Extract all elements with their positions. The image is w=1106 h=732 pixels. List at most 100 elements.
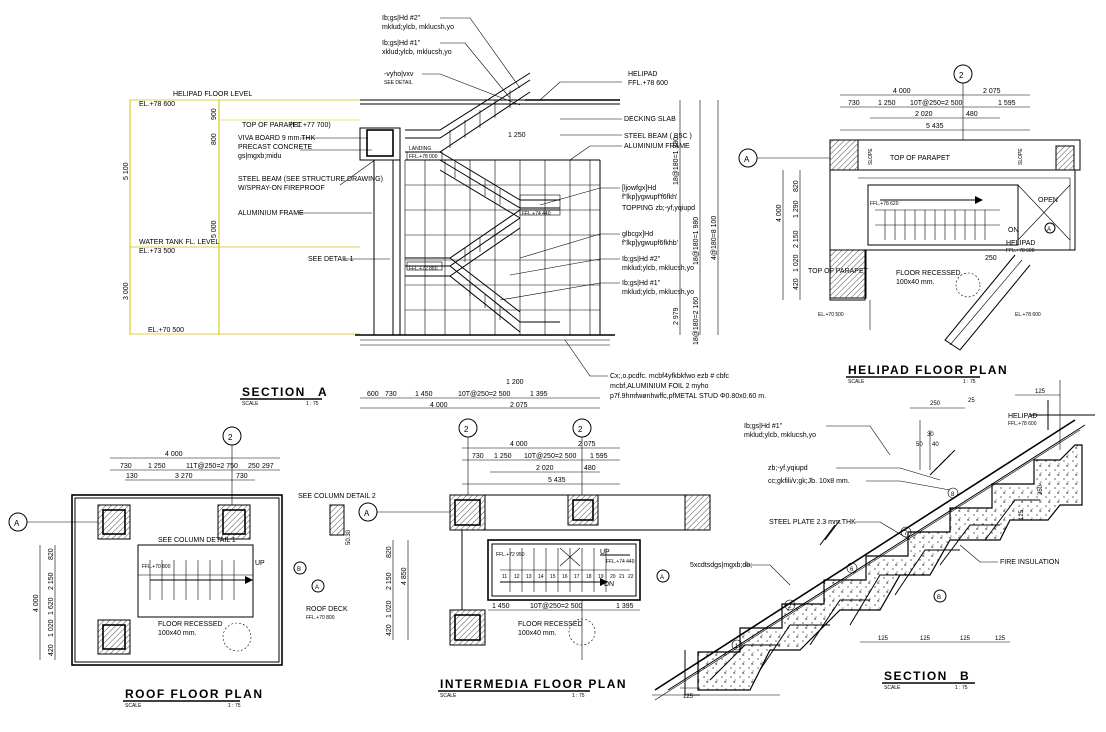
hp-dim-l-4000: 4 000	[776, 204, 783, 222]
im-dim-2075: 2 075	[578, 441, 596, 448]
dim-800: 800	[211, 133, 218, 145]
see-detail-small: SEE DETAIL	[384, 80, 413, 86]
section-a-scale-label: SCALE	[242, 401, 259, 407]
sb-callout-b: B	[937, 595, 941, 601]
rf-grid-2: 2	[228, 433, 233, 442]
hp-slope-1: SLOPE	[868, 148, 874, 165]
hp-dim-2075: 2 075	[983, 88, 1001, 95]
rail2-note-b: mklud;ylcb, mklucsh,yo	[382, 24, 454, 31]
fireproof-note: W/SPRAY-ON FIREPROOF	[238, 185, 325, 192]
landing-label: LANDING	[409, 146, 431, 152]
hp-helipad: HELIPAD	[1006, 240, 1035, 247]
hp-dim-l-2150: 2 150	[793, 230, 800, 248]
sb-helipad-ffl: FFL.+78 600	[1008, 421, 1037, 427]
decking-note: DECKING SLAB	[624, 116, 676, 123]
rail1-note-b: xklud;ylcb, mklucsh,yo	[382, 49, 452, 56]
parapet-label: TOP OF PARAPET	[242, 122, 303, 129]
im-recessed: FLOOR RECESSED	[518, 621, 583, 628]
im-dim-l-420: 420	[386, 624, 393, 636]
hp-dim-1250: 1 250	[878, 100, 896, 107]
im-step-12: 12	[514, 574, 520, 580]
hp-scale-label: SCALE	[848, 379, 865, 385]
im-step-16: 16	[562, 574, 568, 580]
hp-callout-a: A	[1047, 227, 1051, 233]
grid-a-label: A	[744, 155, 750, 164]
rf-grid-a: A	[14, 519, 20, 528]
ground-el-label: EL.+70 500	[148, 327, 184, 334]
im-dim-4000: 4 000	[510, 441, 528, 448]
rf-scale-label: SCALE	[125, 703, 142, 709]
rail2d-note: mklud;ylcb, mklucsh,yo	[622, 265, 694, 272]
dim-r1: 18@180=1 380	[673, 137, 680, 185]
sb-steel-plate: STEEL PLATE 2.3 mm.THK	[769, 519, 856, 526]
im-dim-l-1020: 1 020	[386, 600, 393, 618]
section-a-tag: A	[318, 385, 328, 399]
sb-scale-label: SCALE	[884, 685, 901, 691]
bottom-note-1: Cx;,o.pcdfc. mcbf4yfkbkfwo ezb # cbfc	[610, 373, 730, 380]
section-a: HELIPAD FLOOR LEVEL EL.+78 600 WATER TAN…	[123, 15, 766, 409]
rf-dim-l-420: 420	[48, 644, 55, 656]
im-up: UP	[600, 549, 610, 556]
rf-recessed-size: 100x40 mm.	[158, 630, 197, 637]
roof-floor-plan: 2 A 4 000 730 1 250 11T@250=2 750 250 29…	[8, 426, 376, 709]
sb-dim-250b: 250	[1038, 484, 1044, 495]
sb-zb: zb;-yf,yqiupd	[768, 465, 808, 472]
im-dim-b-1395: 1 395	[616, 603, 634, 610]
im-scale-label: SCALE	[440, 693, 457, 699]
sb-step-7: 7	[904, 531, 908, 537]
rail1-note: Ib;gs|Hd #1"	[382, 40, 421, 47]
sb-step-numbers: 1 2 6 7 8	[731, 487, 959, 651]
steel-beam2-note: STEEL BEAM ( B5C )	[624, 133, 692, 140]
im-step-numbers: 11 12 13 14 15 16 17 18 19 20 21 22	[502, 574, 634, 580]
rf-dim-3270: 3 270	[175, 473, 193, 480]
section-a-scale: 1 : 75	[306, 401, 319, 407]
helipad-ffl-note: FFL.+78 600	[628, 80, 668, 87]
rail2c-note: Ib;gs|Hd #2"	[622, 256, 661, 263]
gfcgx-note: glbcgx]Hd	[622, 231, 653, 238]
im-dim-b-1450: 1 450	[492, 603, 510, 610]
dim-900: 900	[211, 108, 218, 120]
rf-col2: SEE COLUMN DETAIL 2	[298, 493, 376, 500]
dim-5100: 5 100	[123, 162, 130, 180]
sb-step-6: 6	[850, 567, 854, 573]
rf-up: UP	[255, 560, 265, 567]
im-scale: 1 : 75	[572, 693, 585, 699]
rf-dim-1250: 1 250	[148, 463, 166, 470]
hp-ffl-stair: FFL.+78 620	[870, 201, 899, 207]
dim-b-1450: 1 450	[415, 391, 433, 398]
hp-slope-2: SLOPE	[1018, 148, 1024, 165]
im-step-18: 18	[586, 574, 592, 580]
hp-dim-730: 730	[848, 100, 860, 107]
helipad-note: HELIPAD	[628, 71, 657, 78]
hp-dim-250: 250	[985, 255, 997, 262]
dim-r4: 2 979	[673, 307, 680, 325]
sb-step-1: 1	[735, 644, 739, 650]
see-detail-note: SEE DETAIL 1	[308, 256, 354, 263]
hp-dim-l-420: 420	[793, 278, 800, 290]
rail2-note: Ib;gs|Hd #2"	[382, 15, 421, 22]
sb-dim-50: 50	[916, 442, 923, 448]
intermediate-floor-plan: 2 2 A 4 000 2 075 730 1 250 10T@250=2 50…	[358, 418, 711, 699]
rf-callout-a: A	[315, 585, 319, 591]
hp-recessed-size: 100x40 mm.	[896, 279, 935, 286]
hp-dim-4000: 4 000	[893, 88, 911, 95]
im-grid-a: A	[364, 509, 370, 518]
dim-1250: 1 250	[508, 132, 526, 139]
im-dn: DN	[604, 581, 614, 588]
flkp2-note: f"lkp]ygwupf6fkhb'	[622, 240, 678, 247]
hp-top-parapet: TOP OF PARAPET	[808, 268, 869, 275]
bottom-note-3: p7f.9hmfwønhwffc,pfMETAL STUD Φ0.80x0.60…	[610, 393, 766, 400]
helipad-el-label: EL.+78 600	[139, 101, 175, 108]
alu-frame2-note: ALUMINIUM FRAME	[624, 143, 690, 150]
hp-title: HELIPAD FLOOR PLAN	[848, 363, 1008, 377]
water-tank-el-label: EL.+73 500	[139, 248, 175, 255]
im-grid-2b: 2	[578, 425, 583, 434]
rf-dim-730: 730	[120, 463, 132, 470]
rf-roof-deck: ROOF DECK	[306, 606, 348, 613]
rf-dim-4000: 4 000	[165, 451, 183, 458]
sb-rail1: Ib;gs|Hd #1"	[744, 423, 783, 430]
ffl-728: FFL.+72 880	[409, 266, 438, 272]
sb-dim-30: 30	[927, 432, 934, 438]
im-recessed-size: 100x40 mm.	[518, 630, 557, 637]
hp-recessed: FLOOR RECESSED	[896, 270, 961, 277]
